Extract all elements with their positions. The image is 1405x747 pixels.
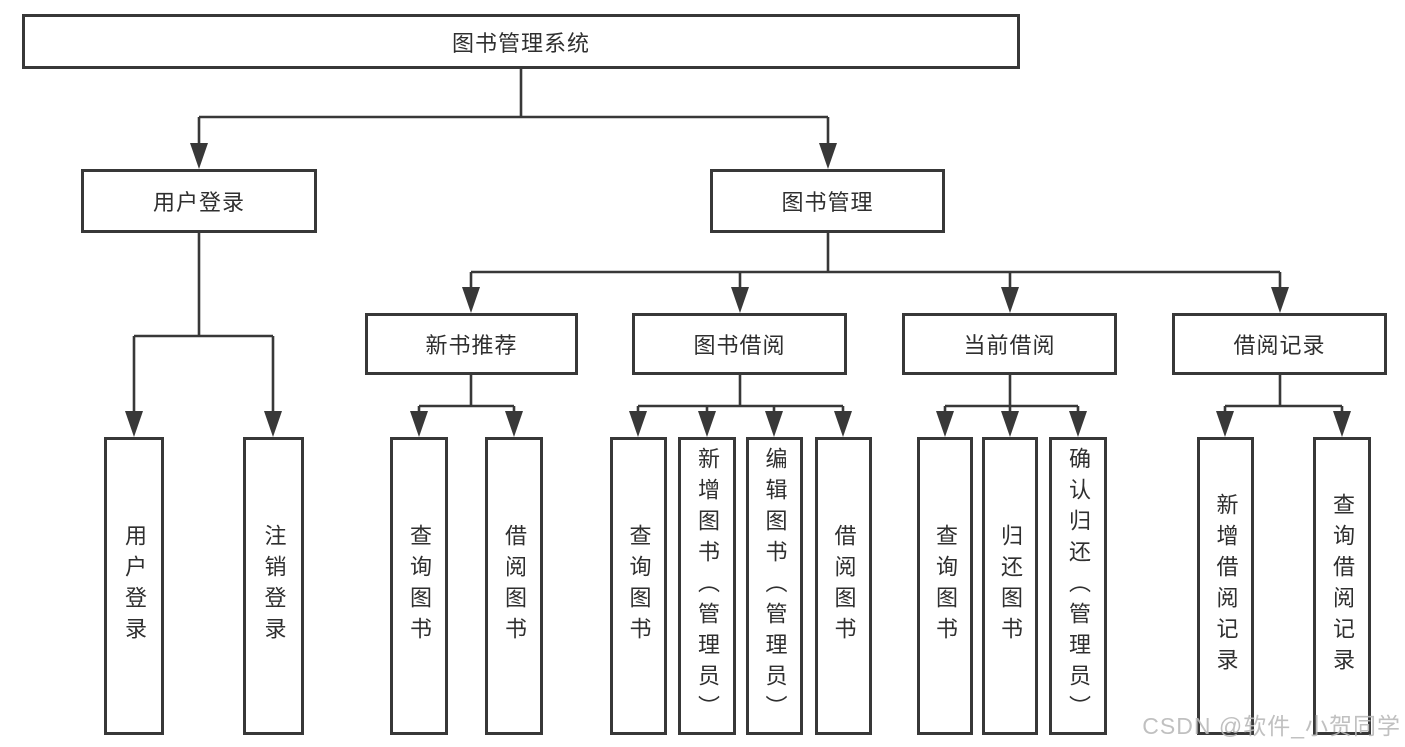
leaf-confirm-return-admin-label: 确认归还（管理员） bbox=[1066, 446, 1091, 726]
leaf-return-books: 归还图书 bbox=[982, 437, 1038, 735]
leaf-user-login-label: 用户登录 bbox=[122, 524, 147, 648]
leaf-edit-books-admin-label: 编辑图书（管理员） bbox=[762, 446, 788, 726]
leaf-query-borrow-record: 查询借阅记录 bbox=[1313, 437, 1371, 735]
leaf-confirm-return-admin: 确认归还（管理员） bbox=[1049, 437, 1107, 735]
node-book-management: 图书管理 bbox=[710, 169, 945, 233]
node-root-label: 图书管理系统 bbox=[451, 30, 590, 56]
node-book-borrowing: 图书借阅 bbox=[632, 313, 847, 375]
leaf-borrow-books-label: 借阅图书 bbox=[831, 524, 857, 648]
node-user-login-label: 用户登录 bbox=[152, 190, 245, 215]
leaf-query-books-current: 查询图书 bbox=[917, 437, 973, 735]
node-book-management-label: 图书管理 bbox=[781, 190, 874, 215]
leaf-return-books-label: 归还图书 bbox=[998, 524, 1023, 648]
leaf-borrow-books-recommend: 借阅图书 bbox=[485, 437, 543, 735]
node-user-login: 用户登录 bbox=[81, 169, 317, 233]
leaf-query-books-recommend: 查询图书 bbox=[390, 437, 448, 735]
node-new-book-recommend: 新书推荐 bbox=[365, 313, 578, 375]
leaf-query-borrow-record-label: 查询借阅记录 bbox=[1330, 493, 1355, 679]
leaf-add-books-admin: 新增图书（管理员） bbox=[678, 437, 736, 735]
node-borrow-records: 借阅记录 bbox=[1172, 313, 1387, 375]
leaf-query-books-borrowing: 查询图书 bbox=[610, 437, 667, 735]
node-book-borrowing-label: 图书借阅 bbox=[693, 333, 786, 358]
leaf-query-books-borrowing-label: 查询图书 bbox=[626, 524, 652, 648]
node-borrow-records-label: 借阅记录 bbox=[1233, 333, 1326, 358]
node-current-borrowing-label: 当前借阅 bbox=[963, 333, 1056, 358]
leaf-add-borrow-record-label: 新增借阅记录 bbox=[1213, 493, 1239, 679]
leaf-query-books-recommend-label: 查询图书 bbox=[407, 524, 432, 648]
node-new-book-recommend-label: 新书推荐 bbox=[425, 333, 518, 358]
leaf-add-borrow-record: 新增借阅记录 bbox=[1197, 437, 1254, 735]
node-current-borrowing: 当前借阅 bbox=[902, 313, 1117, 375]
leaf-borrow-books: 借阅图书 bbox=[815, 437, 872, 735]
leaf-logout-label: 注销登录 bbox=[261, 524, 287, 648]
leaf-user-login: 用户登录 bbox=[104, 437, 164, 735]
leaf-add-books-admin-label: 新增图书（管理员） bbox=[695, 446, 720, 726]
leaf-logout: 注销登录 bbox=[243, 437, 304, 735]
leaf-borrow-books-recommend-label: 借阅图书 bbox=[502, 524, 527, 648]
node-root: 图书管理系统 bbox=[22, 14, 1020, 69]
leaf-edit-books-admin: 编辑图书（管理员） bbox=[746, 437, 803, 735]
leaf-query-books-current-label: 查询图书 bbox=[933, 524, 958, 648]
